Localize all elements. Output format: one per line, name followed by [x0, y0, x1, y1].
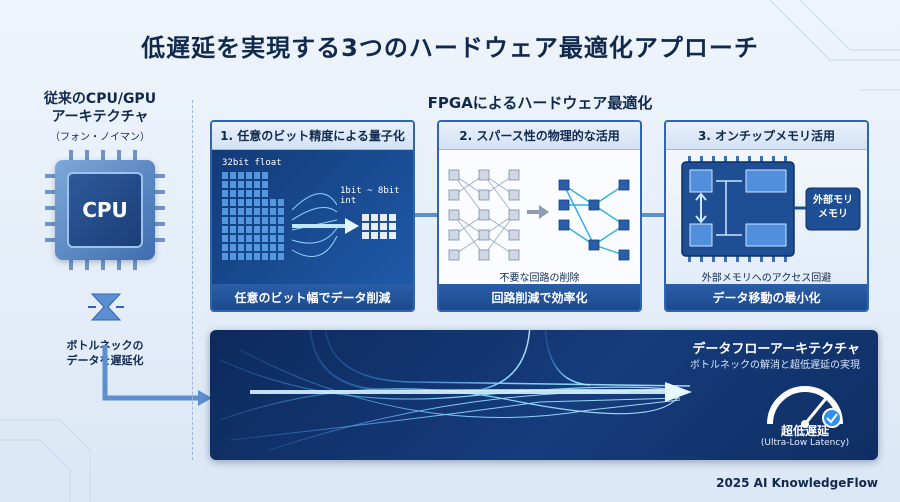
flow-arrow-left — [102, 345, 212, 406]
page-title: 低遅延を実現する3つのハードウェア最適化アプローチ — [141, 34, 759, 62]
divider-line — [192, 100, 193, 460]
label-32bit-float: 32bit float — [222, 158, 282, 168]
external-memory-line1: 外部モリ — [813, 195, 853, 206]
panel-quantization: 1. 任意のビット精度による量子化 32bit float 1bit ~ 8bi… — [210, 120, 415, 312]
panel-quantization-title: 1. 任意のビット精度による量子化 — [212, 122, 413, 150]
fpga-heading: FPGAによるハードウェア最適化 — [427, 94, 653, 112]
sparsity-caption: 不要な回路の削除 — [499, 273, 580, 284]
onchip-memory-caption: 外部メモリへのアクセス回避 — [701, 273, 832, 284]
panel-onchip-memory: 3. オンチップメモリ活用 外部モリ メモリ — [664, 120, 869, 312]
quantization-visual: 32bit float 1bit ~ 8bit int — [212, 150, 413, 286]
label-low-bit-int: 1bit ~ 8bit int — [340, 186, 400, 206]
ultra-low-latency-sublabel: (Ultra-Low Latency) — [760, 438, 850, 448]
dataflow-title: データフローアーキテクチャ — [692, 342, 860, 357]
dataflow-architecture-panel: データフローアーキテクチャ ボトルネックの解消と超低遅延の実現 超低遅延 (Ul… — [210, 330, 878, 460]
panel-onchip-memory-footer: データ移動の最小化 — [666, 284, 867, 310]
onchip-memory-visual: 外部モリ メモリ 外部メモリへのアクセス回避 — [666, 150, 867, 286]
cpu-gpu-header: 従来のCPU/GPU アーキテクチャ （フォン・ノイマン） — [20, 90, 180, 143]
panel-quantization-footer: 任意のビット幅でデータ削減 — [212, 284, 413, 310]
panel-sparsity-title: 2. スパース性の物理的な活用 — [439, 122, 640, 150]
cpu-gpu-heading-line1: 従来のCPU/GPU — [43, 91, 157, 107]
external-memory-label: 外部モリ メモリ — [806, 194, 860, 222]
sparsity-visual: 不要な回路の削除 — [439, 150, 640, 286]
panel-sparsity-footer: 回路削減で効率化 — [439, 284, 640, 310]
footer-credit: 2025 AI KnowledgeFlow — [716, 476, 878, 490]
neural-network-pruning-icon — [448, 169, 630, 261]
panel-connector-1 — [415, 213, 437, 217]
quantization-grid-icon — [222, 172, 396, 260]
speedometer-icon — [767, 386, 843, 428]
panel-sparsity: 2. スパース性の物理的な活用 — [437, 120, 642, 312]
cpu-chip-icon: CPU — [45, 150, 165, 270]
ultra-low-latency-label: 超低遅延 — [780, 424, 829, 438]
cpu-gpu-heading-line2: アーキテクチャ — [51, 109, 149, 125]
panel-onchip-memory-title: 3. オンチップメモリ活用 — [666, 122, 867, 150]
von-neumann-subheading: （フォン・ノイマン） — [50, 132, 150, 143]
bottleneck-hourglass-icon — [88, 293, 124, 321]
dataflow-stream-graphic — [219, 330, 692, 451]
fpga-chip-memory-icon — [681, 156, 861, 262]
panel-connector-2 — [642, 213, 664, 217]
cpu-chip-label: CPU — [67, 172, 143, 248]
external-memory-line2: メモリ — [818, 209, 848, 220]
dataflow-subtitle: ボトルネックの解消と超低遅延の実現 — [690, 360, 860, 371]
